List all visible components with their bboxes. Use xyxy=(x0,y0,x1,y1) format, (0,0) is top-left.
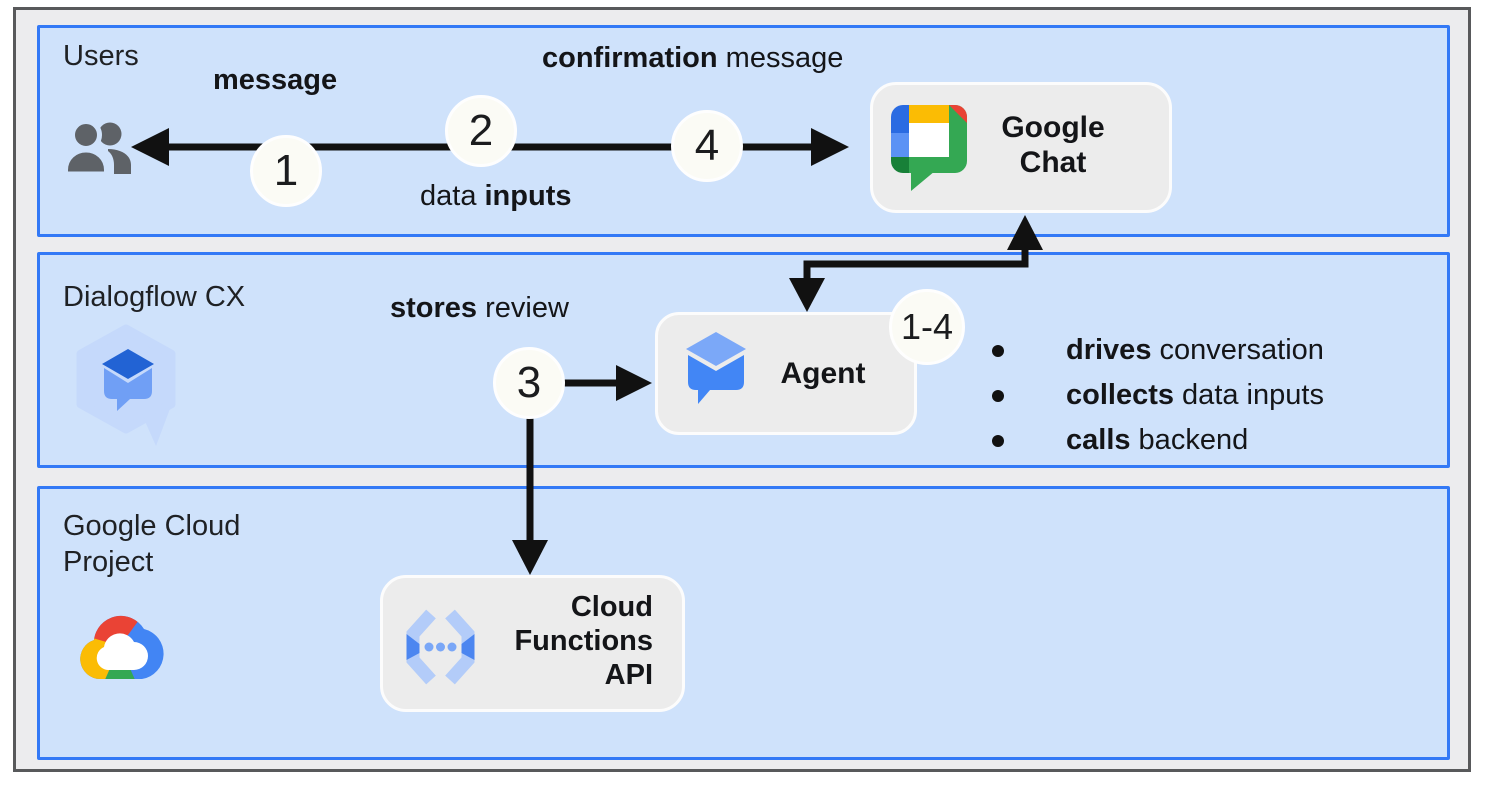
agent-title: Agent xyxy=(780,357,866,390)
annotation-message-bold: message xyxy=(213,64,338,96)
dialogflow-cx-icon xyxy=(76,324,176,446)
google-chat-title: Google Chat xyxy=(968,110,1138,180)
bullet-dot-icon xyxy=(992,435,1004,447)
bullet-bold: collects xyxy=(1066,379,1174,411)
cloud-functions-title-line3: API xyxy=(604,659,653,691)
band-label-users: Users xyxy=(63,40,139,72)
annotation-stores-regular: review xyxy=(477,292,569,324)
bullet-dot-icon xyxy=(992,345,1004,357)
cloud-functions-node: Cloud Functions API xyxy=(380,575,685,712)
users-icon xyxy=(64,121,131,177)
annotation-confirmation-regular: message xyxy=(717,42,844,74)
annotation-stores-bold: stores xyxy=(390,292,478,324)
step-badge-2-label: 2 xyxy=(468,106,494,155)
bullet-regular: data inputs xyxy=(1174,379,1324,411)
agent-bullet-calls: calls backend xyxy=(992,424,1248,457)
bullet-regular: backend xyxy=(1130,424,1249,456)
annotation-confirmation-message: confirmation message xyxy=(542,42,843,75)
annotation-data-regular: data xyxy=(420,180,485,212)
step-badge-4: 4 xyxy=(671,110,743,182)
agent-icon xyxy=(686,332,746,404)
bullet-regular: conversation xyxy=(1151,334,1324,366)
annotation-confirmation-bold: confirmation xyxy=(542,42,718,74)
annotation-data-inputs: data inputs xyxy=(420,180,572,213)
annotation-stores-review: stores review xyxy=(390,292,569,325)
cloud-functions-title-line2: Functions xyxy=(514,625,653,657)
bullet-text: calls backend xyxy=(1066,424,1248,457)
step-badge-1-label: 1 xyxy=(273,146,299,195)
bullet-text: collects data inputs xyxy=(1066,379,1324,412)
band-google-cloud-project xyxy=(37,486,1450,760)
bullet-dot-icon xyxy=(992,390,1004,402)
annotation-message: message xyxy=(213,64,337,97)
cloud-functions-title-line1: Cloud xyxy=(570,591,653,623)
step-badge-2: 2 xyxy=(445,95,517,167)
google-chat-title-line1: Google xyxy=(1001,111,1105,144)
agent-bullet-drives: drives conversation xyxy=(992,334,1324,367)
annotation-data-bold: inputs xyxy=(484,180,572,212)
google-chat-title-line2: Chat xyxy=(1019,146,1087,179)
cloud-functions-icon xyxy=(406,609,475,685)
google-chat-icon xyxy=(891,105,967,191)
agent-bullet-collects: collects data inputs xyxy=(992,379,1324,412)
google-chat-node: Google Chat xyxy=(870,82,1172,213)
cloud-functions-title: Cloud Functions API xyxy=(468,590,653,692)
step-badge-4-label: 4 xyxy=(694,121,720,170)
google-cloud-icon xyxy=(80,615,164,679)
band-label-dialogflow-cx: Dialogflow CX xyxy=(63,281,246,313)
bullet-bold: calls xyxy=(1066,424,1131,456)
band-label-google-cloud-project: Google Cloud Project xyxy=(63,510,241,578)
bullet-text: drives conversation xyxy=(1066,334,1324,367)
step-badge-1-4: 1-4 xyxy=(889,289,965,365)
step-badge-3-label: 3 xyxy=(516,358,542,407)
step-badge-3: 3 xyxy=(493,347,565,419)
step-badge-1-4-label: 1-4 xyxy=(900,306,954,347)
agent-node: Agent xyxy=(655,312,917,435)
bullet-bold: drives xyxy=(1066,334,1152,366)
step-badge-1: 1 xyxy=(250,135,322,207)
